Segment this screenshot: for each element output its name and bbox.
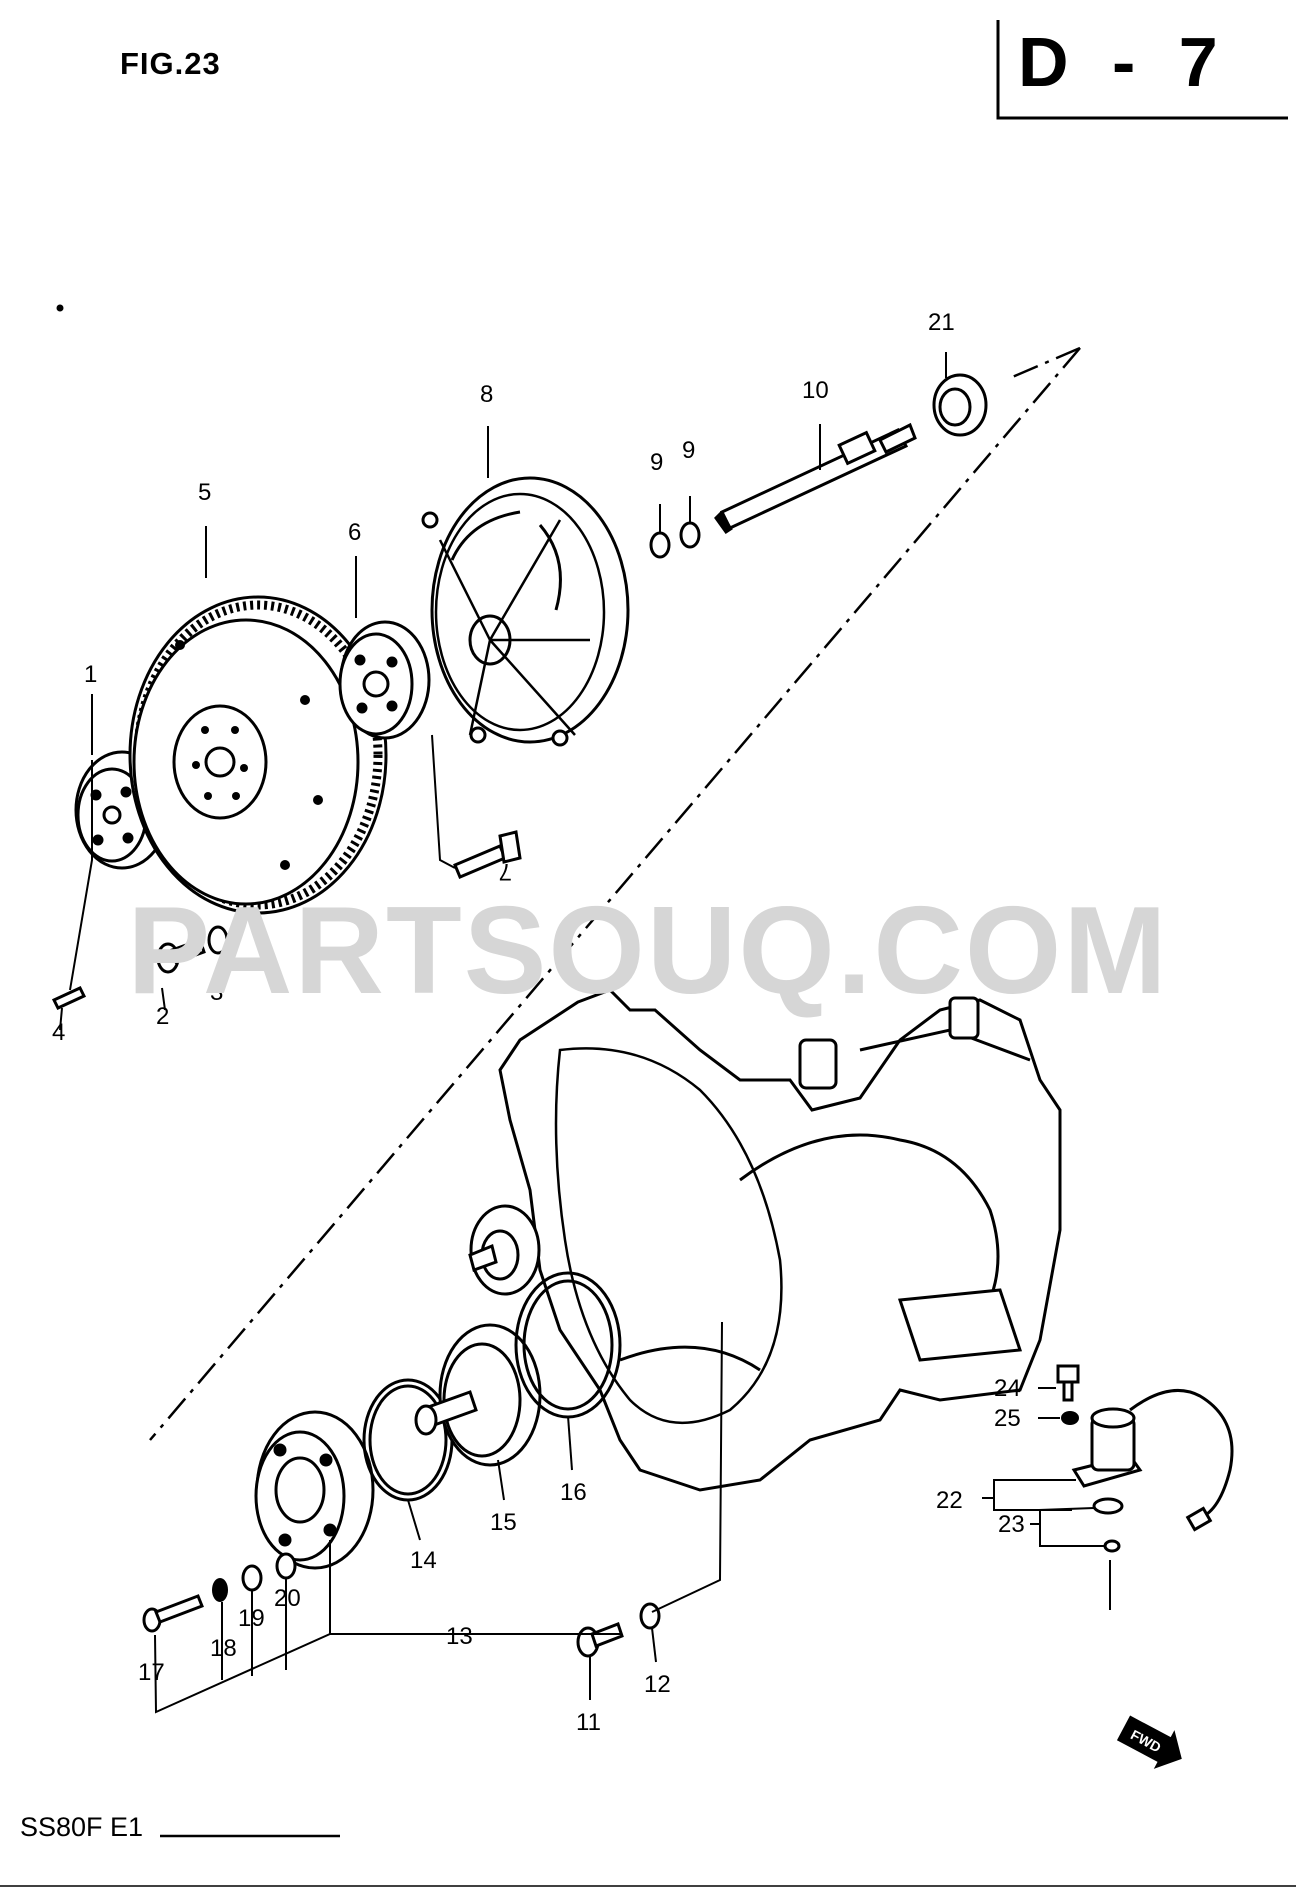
assembly-guide-line: [149, 346, 1081, 1441]
callout-19: 19: [238, 1605, 265, 1632]
case-side-cover: [468, 1204, 541, 1296]
callout-7: 7: [499, 858, 512, 885]
part-17-bolt: [142, 1594, 204, 1633]
part-23-o-ring: [1092, 1497, 1124, 1515]
part-4-dowel-pin: [51, 986, 87, 1010]
callout-22: 22: [936, 1487, 963, 1514]
leader-lines: [59, 352, 1111, 1714]
part-24-bolt: [1056, 1364, 1080, 1402]
callout-8: 8: [480, 381, 493, 408]
callout-24: 24: [994, 1375, 1021, 1402]
callout-9a: 9: [650, 449, 663, 476]
watermark: PARTSOUQ.COM: [127, 882, 1169, 1020]
callout-4: 4: [52, 1019, 65, 1046]
callout-1: 1: [84, 661, 97, 688]
part-8-torque-converter: [421, 476, 630, 747]
section-code: D - 7: [1018, 23, 1230, 101]
callout-14: 14: [410, 1547, 437, 1574]
section-bracket: [996, 20, 1288, 120]
callout-11: 11: [576, 1709, 601, 1736]
part-18-washer: [212, 1578, 228, 1602]
callout-17: 17: [138, 1659, 165, 1686]
part-6-spacer-plate: [338, 620, 431, 740]
callout-25: 25: [994, 1405, 1021, 1432]
part-12-washer: [639, 1602, 661, 1630]
callout-3: 3: [210, 979, 223, 1006]
callout-numbers: 1 2 3 4 5 6 7 8 9 9 10 11 12 13 14 15 16…: [52, 309, 1025, 1736]
part-2-bolt: [156, 938, 206, 974]
part-7-bolt: [453, 830, 522, 879]
callout-15: 15: [490, 1509, 517, 1536]
footer-rules: [0, 1834, 1296, 1887]
part-23-o-ring-small: [1103, 1539, 1121, 1553]
part-21-oil-seal: [932, 373, 988, 437]
part-11-bolt: [576, 1622, 624, 1658]
callout-10: 10: [802, 377, 829, 404]
model-code: SS80F E1: [20, 1812, 144, 1842]
part-20-washer: [275, 1552, 297, 1580]
part-13-oil-pump-assembly: [254, 1410, 375, 1570]
callout-21: 21: [928, 309, 955, 336]
callout-20: 20: [274, 1585, 301, 1612]
callout-6: 6: [348, 519, 361, 546]
part-19-washer: [241, 1564, 263, 1592]
callout-5: 5: [198, 479, 211, 506]
part-5-flywheel: [128, 595, 388, 915]
leader-7: [431, 734, 456, 869]
callout-2: 2: [156, 1003, 169, 1030]
callout-16: 16: [560, 1479, 587, 1506]
part-25-washer: [1061, 1411, 1079, 1425]
stray-mark: [56, 304, 64, 312]
transaxle-case: [498, 988, 1062, 1492]
part-1-drive-plate: [74, 750, 170, 870]
part-3-washer: [207, 925, 229, 955]
callout-13: 13: [446, 1623, 473, 1650]
figure-number: FIG.23: [120, 46, 221, 81]
callout-12: 12: [644, 1671, 671, 1698]
part-9-washers: [649, 521, 701, 559]
callout-23: 23: [998, 1511, 1025, 1538]
callout-18: 18: [210, 1635, 237, 1662]
forward-arrow-badge: FWD: [1116, 1715, 1182, 1769]
part-15-pump-cover: [414, 1323, 542, 1467]
part-10-input-shaft: [714, 422, 917, 535]
callout-9b: 9: [682, 437, 695, 464]
part-22-speed-sensor: [1071, 1388, 1234, 1532]
